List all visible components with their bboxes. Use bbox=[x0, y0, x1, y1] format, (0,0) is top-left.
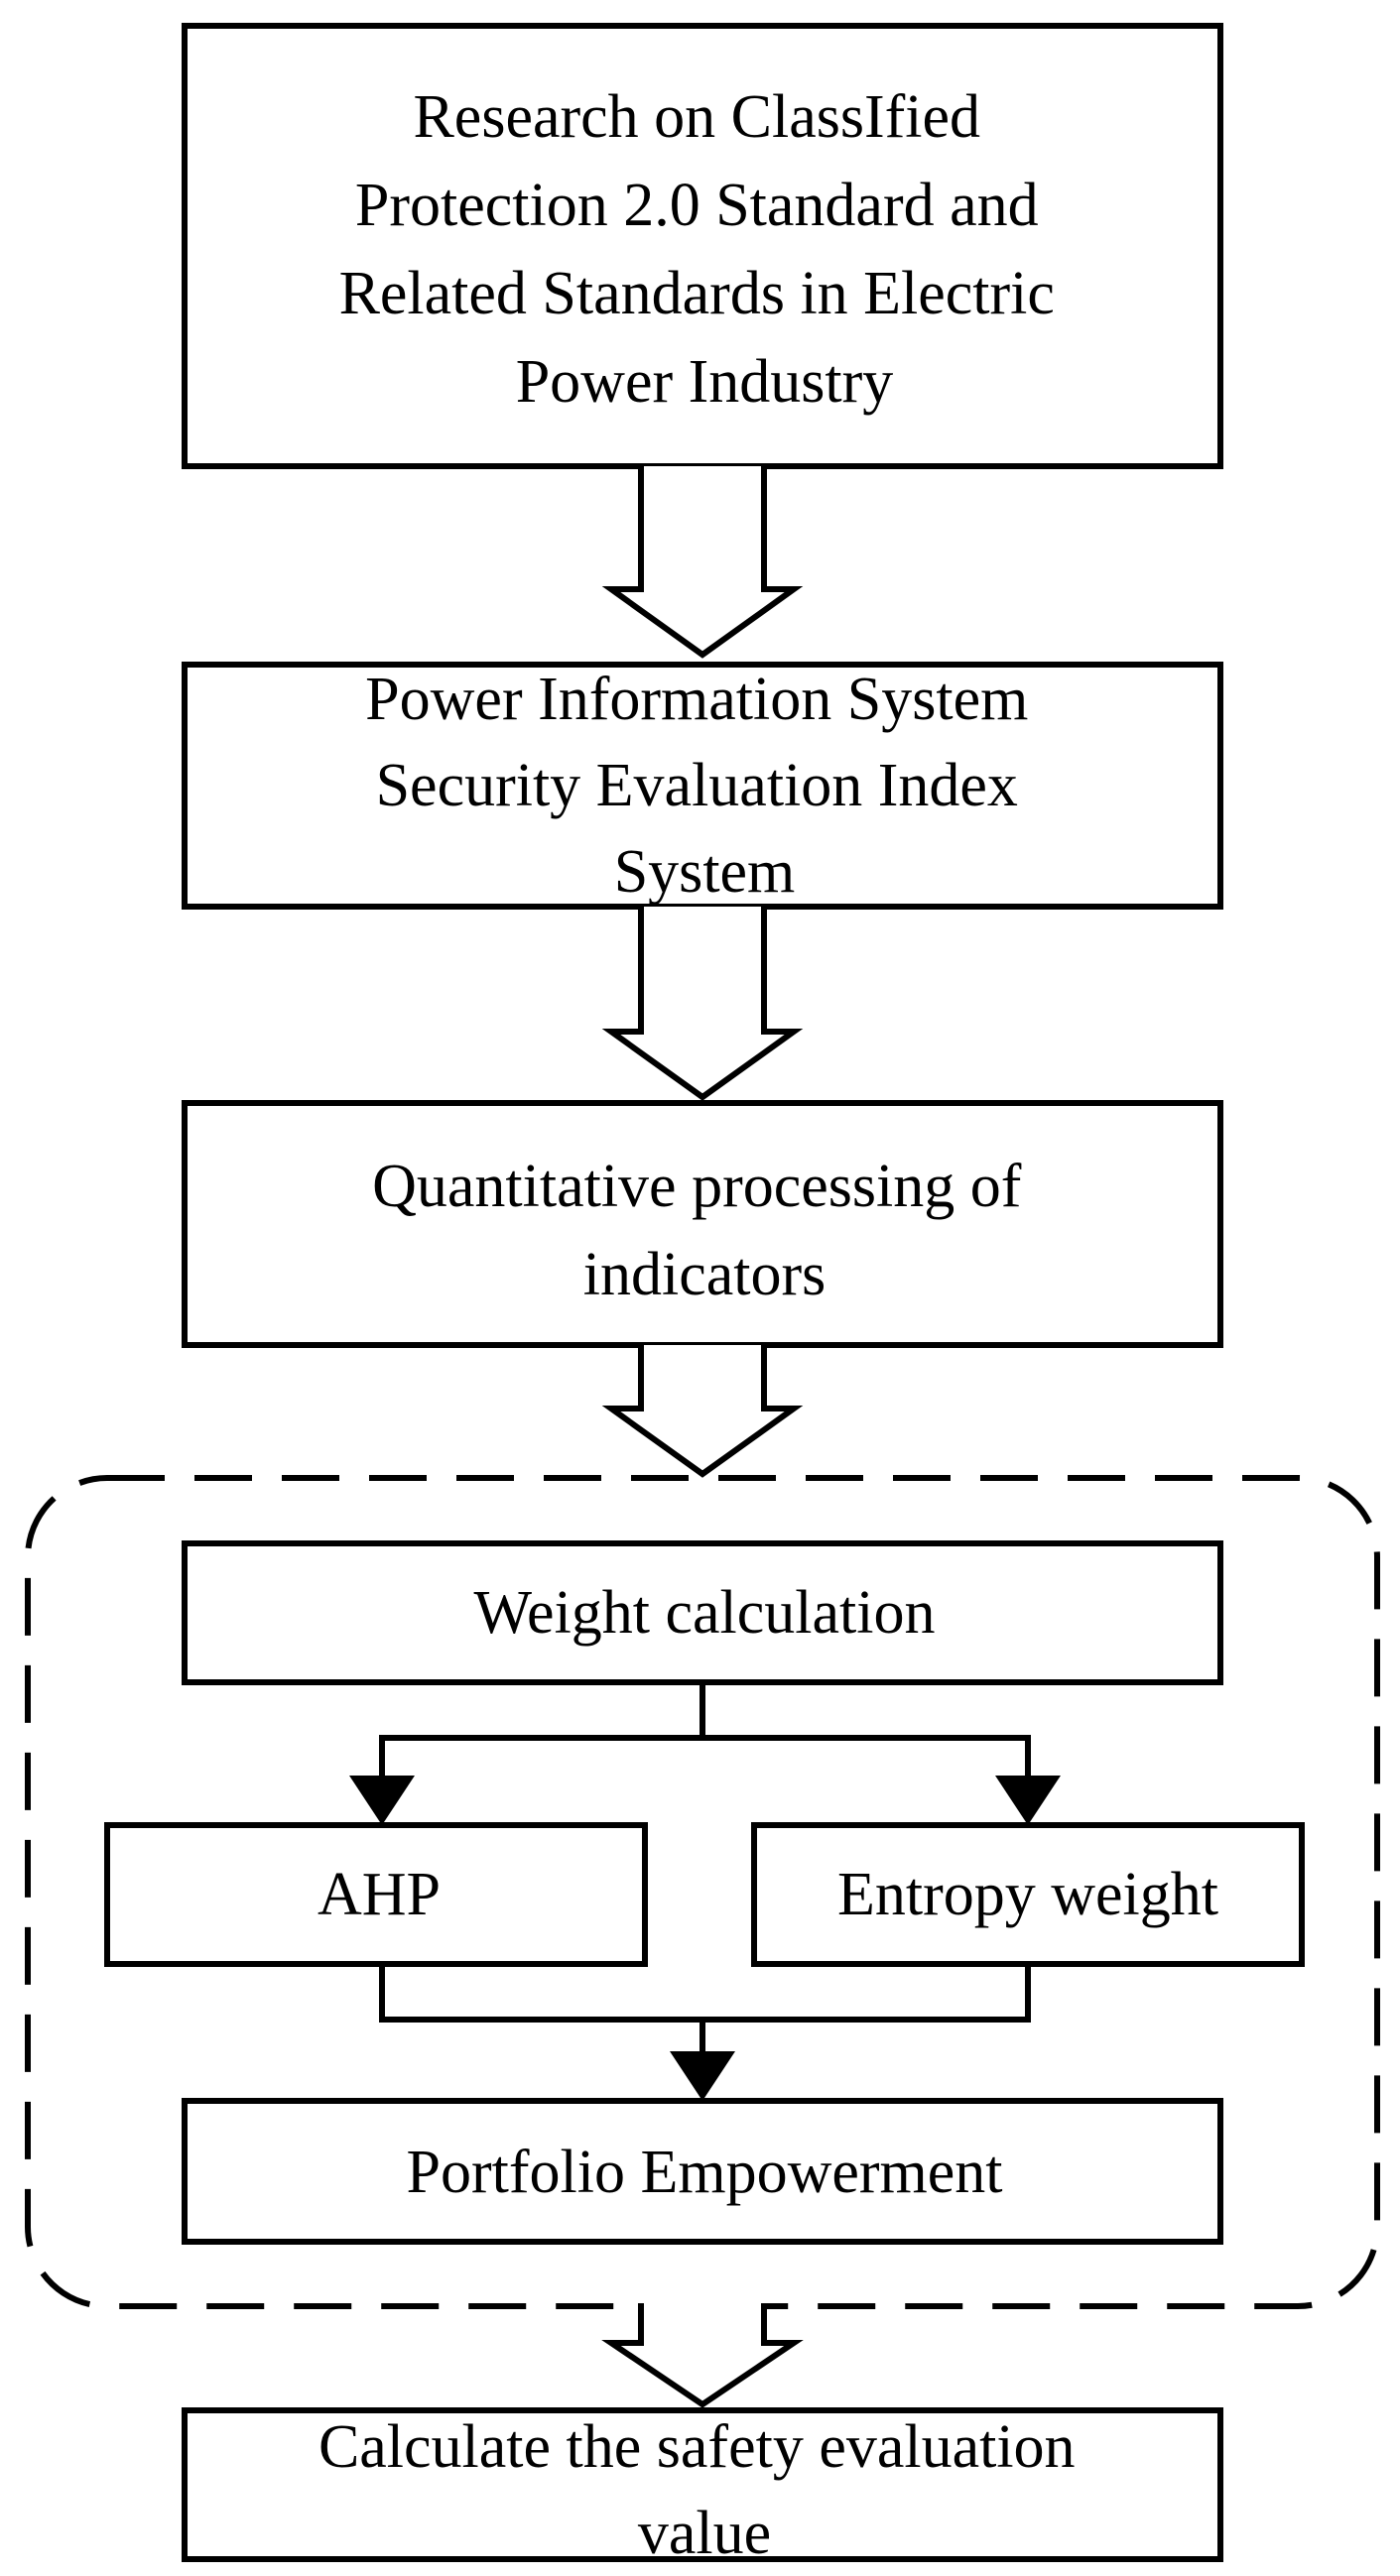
ahp-text: AHP bbox=[318, 1861, 441, 1928]
safety-evaluation-line-1: Calculate the safety evaluation bbox=[318, 2413, 1076, 2481]
research-line-1: Research on ClassIfied bbox=[413, 83, 980, 151]
arrowhead-to-portfolio bbox=[670, 2051, 735, 2101]
weight-calculation-node: Weight calculation bbox=[182, 1540, 1223, 1685]
portfolio-empowerment-line-1: Portfolio Empowerment bbox=[407, 2139, 1003, 2206]
quantitative-text: Quantitative processing of indicators bbox=[372, 1153, 1037, 1308]
safety-evaluation-text: Calculate the safety evaluation value bbox=[318, 2413, 1090, 2567]
entropy-weight-text: Entropy weight bbox=[837, 1861, 1218, 1928]
quantitative-node: Quantitative processing of indicators bbox=[182, 1100, 1223, 1348]
portfolio-empowerment-box bbox=[182, 2098, 1223, 2245]
split-connector bbox=[379, 1682, 705, 1785]
quantitative-line-1: Quantitative processing of bbox=[372, 1153, 1022, 1220]
hollow-arrow-4 bbox=[601, 2303, 804, 2408]
index-system-text: Power Information System Security Evalua… bbox=[365, 666, 1044, 906]
safety-evaluation-node: Calculate the safety evaluation value bbox=[182, 2407, 1223, 2567]
arrowhead-to-entropy bbox=[995, 1776, 1061, 1825]
portfolio-empowerment-node: Portfolio Empowerment bbox=[182, 2098, 1223, 2245]
hollow-arrow-2 bbox=[601, 907, 804, 1101]
research-line-2: Protection 2.0 Standard and bbox=[355, 172, 1039, 239]
research-text: Research on ClassIfied Protection 2.0 St… bbox=[339, 83, 1071, 416]
weight-calculation-box bbox=[182, 1540, 1223, 1685]
hollow-arrow-1 bbox=[601, 466, 804, 659]
ahp-box bbox=[104, 1822, 648, 1967]
weight-calculation-text: Weight calculation bbox=[474, 1579, 936, 1647]
portfolio-empowerment-text: Portfolio Empowerment bbox=[407, 2139, 1003, 2206]
index-system-line-1: Power Information System bbox=[365, 666, 1028, 733]
ahp-node: AHP bbox=[104, 1822, 648, 1967]
quantitative-line-2: indicators bbox=[583, 1241, 827, 1308]
merge-connector bbox=[379, 1964, 1031, 2023]
weight-calculation-line-1: Weight calculation bbox=[474, 1579, 936, 1647]
quantitative-box bbox=[182, 1100, 1223, 1348]
index-system-line-3: System bbox=[614, 838, 796, 906]
research-node: Research on ClassIfied Protection 2.0 St… bbox=[182, 23, 1223, 469]
entropy-weight-box bbox=[751, 1822, 1305, 1967]
split-connector-right bbox=[702, 1735, 1031, 1785]
index-system-line-2: Security Evaluation Index bbox=[376, 752, 1018, 819]
safety-evaluation-box bbox=[182, 2407, 1223, 2562]
hollow-arrow-3 bbox=[601, 1345, 804, 1478]
ahp-line-1: AHP bbox=[318, 1861, 441, 1928]
research-line-4: Power Industry bbox=[516, 348, 894, 416]
weighting-group-container bbox=[25, 1475, 1380, 2309]
index-system-node: Power Information System Security Evalua… bbox=[182, 662, 1223, 910]
entropy-weight-node: Entropy weight bbox=[751, 1822, 1305, 1967]
safety-evaluation-line-2: value bbox=[638, 2500, 771, 2567]
arrowhead-to-ahp bbox=[349, 1776, 415, 1825]
index-system-box bbox=[182, 662, 1223, 910]
research-line-3: Related Standards in Electric bbox=[339, 260, 1055, 327]
entropy-weight-line-1: Entropy weight bbox=[837, 1861, 1218, 1928]
